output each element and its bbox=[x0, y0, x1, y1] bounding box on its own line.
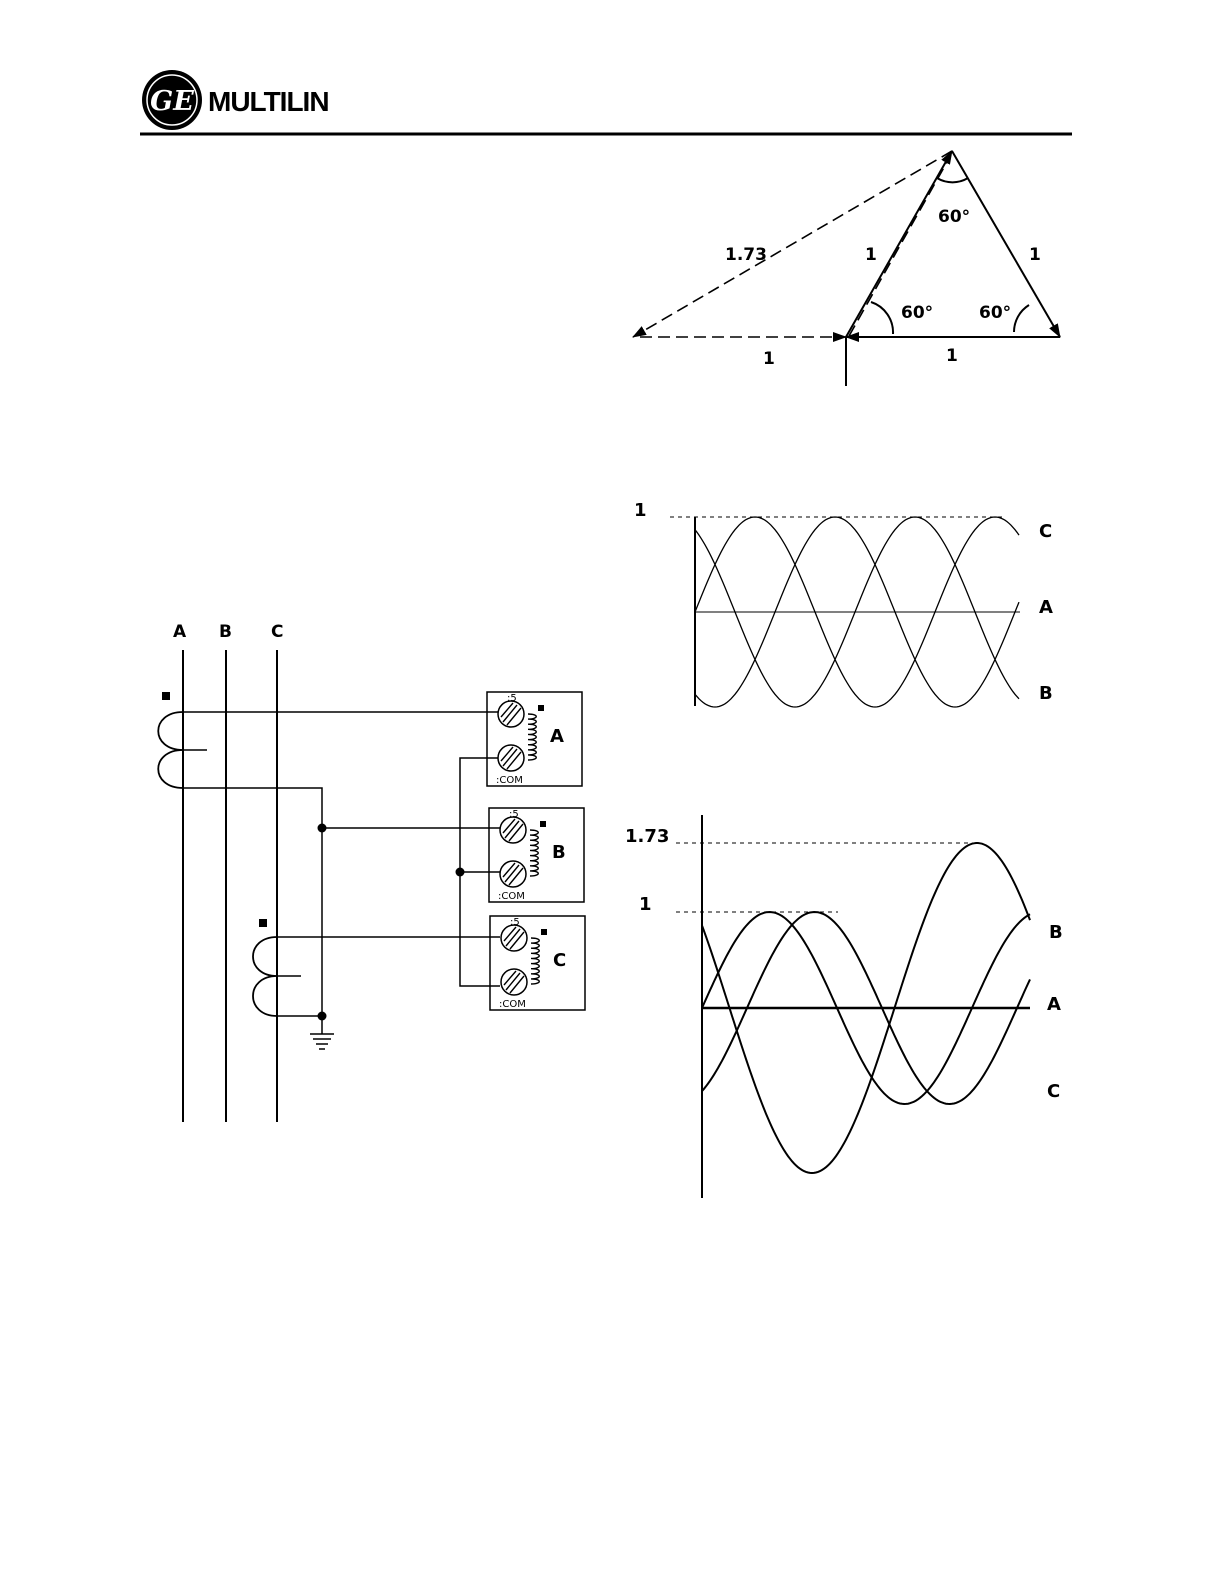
bus-label-a: A bbox=[173, 622, 187, 642]
polarity-mark-ct-c bbox=[259, 919, 267, 927]
label-diagonal: 1.73 bbox=[725, 245, 767, 265]
label-angle-top: 60° bbox=[938, 207, 970, 227]
waveform-bottom: 1.73 1 B A C bbox=[625, 815, 1063, 1198]
waveform-bottom-y-label-173: 1.73 bbox=[625, 826, 669, 847]
brand-name: MULTILIN bbox=[208, 86, 329, 117]
waveform-top: 1 C A B bbox=[634, 500, 1053, 707]
relay-c-label: C bbox=[553, 950, 566, 971]
label-base-left: 1 bbox=[763, 349, 775, 369]
waveform-top-label-b: B bbox=[1039, 683, 1053, 704]
bus-label-b: B bbox=[219, 622, 232, 642]
angle-arc-left bbox=[871, 302, 893, 334]
polarity-mark-relay-c bbox=[541, 929, 547, 935]
waveform-bottom-y-label-1: 1 bbox=[639, 894, 652, 915]
relay-b-label: B bbox=[552, 842, 566, 863]
relay-c: :5 C :COM bbox=[490, 916, 585, 1010]
polarity-mark-ct-a bbox=[162, 692, 170, 700]
bus-label-c: C bbox=[271, 622, 283, 642]
waveform-bottom-label-c: C bbox=[1047, 1081, 1060, 1102]
polarity-mark-relay-a bbox=[538, 705, 544, 711]
ground-icon bbox=[310, 1016, 334, 1049]
relay-a: :5 A :COM bbox=[487, 692, 582, 786]
label-angle-left: 60° bbox=[901, 303, 933, 323]
angle-arc-top bbox=[937, 178, 968, 182]
relay-a-label: A bbox=[550, 726, 564, 747]
angle-arc-right bbox=[1014, 305, 1029, 332]
relay-c-com-label: :COM bbox=[499, 999, 526, 1010]
phasor-diagram: 1.73 1 1 1 1 60° 60° 60° bbox=[633, 151, 1060, 386]
label-angle-right: 60° bbox=[979, 303, 1011, 323]
waveform-bottom-label-b: B bbox=[1049, 922, 1063, 943]
phasor-left-side bbox=[846, 151, 952, 337]
waveform-top-y-label: 1 bbox=[634, 500, 647, 521]
junction-dot-com bbox=[456, 868, 465, 877]
waveform-bottom-label-a: A bbox=[1047, 994, 1061, 1015]
ct-c-winding bbox=[253, 937, 277, 1016]
ge-logo-text: GE bbox=[150, 86, 194, 117]
waveform-top-label-a: A bbox=[1039, 597, 1053, 618]
label-inner-left: 1 bbox=[865, 245, 877, 265]
wiring-diagram: A B C bbox=[158, 622, 585, 1122]
relay-a-coil bbox=[528, 714, 536, 760]
ge-logo: GE bbox=[142, 70, 202, 130]
relay-b: :5 B :COM bbox=[489, 808, 584, 902]
label-base-right: 1 bbox=[946, 346, 958, 366]
relay-b-coil bbox=[530, 830, 538, 876]
header: GE MULTILIN bbox=[140, 70, 1072, 134]
label-right-side: 1 bbox=[1029, 245, 1041, 265]
waveform-top-label-c: C bbox=[1039, 521, 1052, 542]
ct-a-winding bbox=[158, 712, 183, 788]
relay-b-com-label: :COM bbox=[498, 891, 525, 902]
polarity-mark-relay-b bbox=[540, 821, 546, 827]
relay-a-com-label: :COM bbox=[496, 775, 523, 786]
relay-c-coil bbox=[531, 938, 539, 984]
junction-dot-left bbox=[318, 824, 327, 833]
wire-ct-a-return bbox=[183, 788, 322, 1016]
